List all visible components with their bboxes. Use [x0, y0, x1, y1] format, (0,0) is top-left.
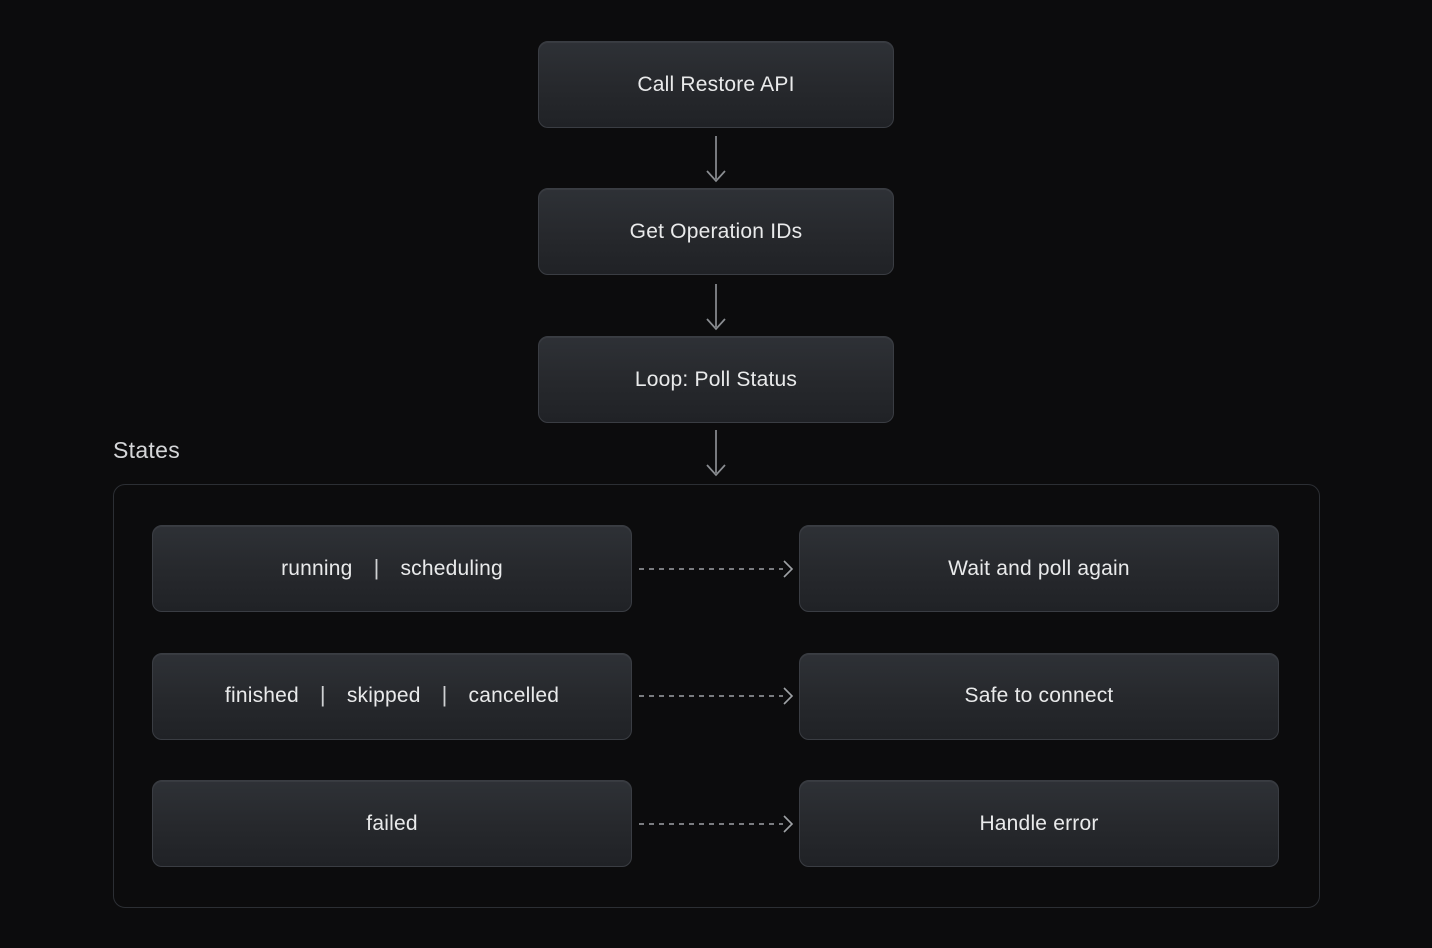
- state-row-running-scheduling: running | scheduling Wait and poll again: [152, 525, 1279, 612]
- states-section-title: States: [113, 437, 181, 463]
- action-label: Safe to connect: [964, 684, 1114, 707]
- state-label: scheduling: [400, 556, 503, 580]
- flow-node-label: Loop: Poll Status: [634, 367, 798, 391]
- action-box-safe-to-connect: Safe to connect: [799, 652, 1279, 740]
- state-label: skipped: [346, 684, 421, 707]
- state-label: failed: [366, 811, 418, 835]
- flow-node-loop-poll-status: Loop: Poll Status: [538, 336, 894, 423]
- state-box: finished | skipped | cancelled: [152, 652, 632, 740]
- state-row-finished-skipped-cancelled: finished | skipped | cancelled Safe to conne…: [152, 652, 1279, 740]
- state-label: running: [281, 556, 353, 580]
- arrow-down-icon: [706, 430, 726, 477]
- state-label: cancelled: [468, 684, 560, 707]
- state-separator: |: [373, 554, 380, 580]
- action-label: Handle error: [979, 811, 1099, 835]
- state-box: running | scheduling: [152, 525, 632, 612]
- dashed-arrow-right-icon: [638, 687, 793, 705]
- dashed-arrow-right-icon: [638, 814, 793, 833]
- state-row-failed: failed Handle error: [152, 780, 1279, 867]
- flow-node-call-restore-api: Call Restore API: [538, 41, 894, 128]
- action-box-handle-error: Handle error: [799, 780, 1279, 867]
- dashed-arrow-right-icon: [638, 559, 793, 578]
- action-label: Wait and poll again: [948, 556, 1130, 580]
- state-separator: |: [441, 682, 448, 707]
- arrow-down-icon: [706, 284, 726, 331]
- state-box: failed: [152, 780, 632, 867]
- flow-node-label: Call Restore API: [637, 72, 795, 96]
- arrow-down-icon: [706, 136, 726, 183]
- state-label: finished: [224, 684, 299, 707]
- states-container: running | scheduling Wait and poll again f…: [113, 484, 1320, 908]
- flow-node-get-operation-ids: Get Operation IDs: [538, 188, 894, 275]
- action-box-wait-and-poll-again: Wait and poll again: [799, 525, 1279, 612]
- flow-node-label: Get Operation IDs: [629, 219, 803, 243]
- state-separator: |: [319, 682, 326, 707]
